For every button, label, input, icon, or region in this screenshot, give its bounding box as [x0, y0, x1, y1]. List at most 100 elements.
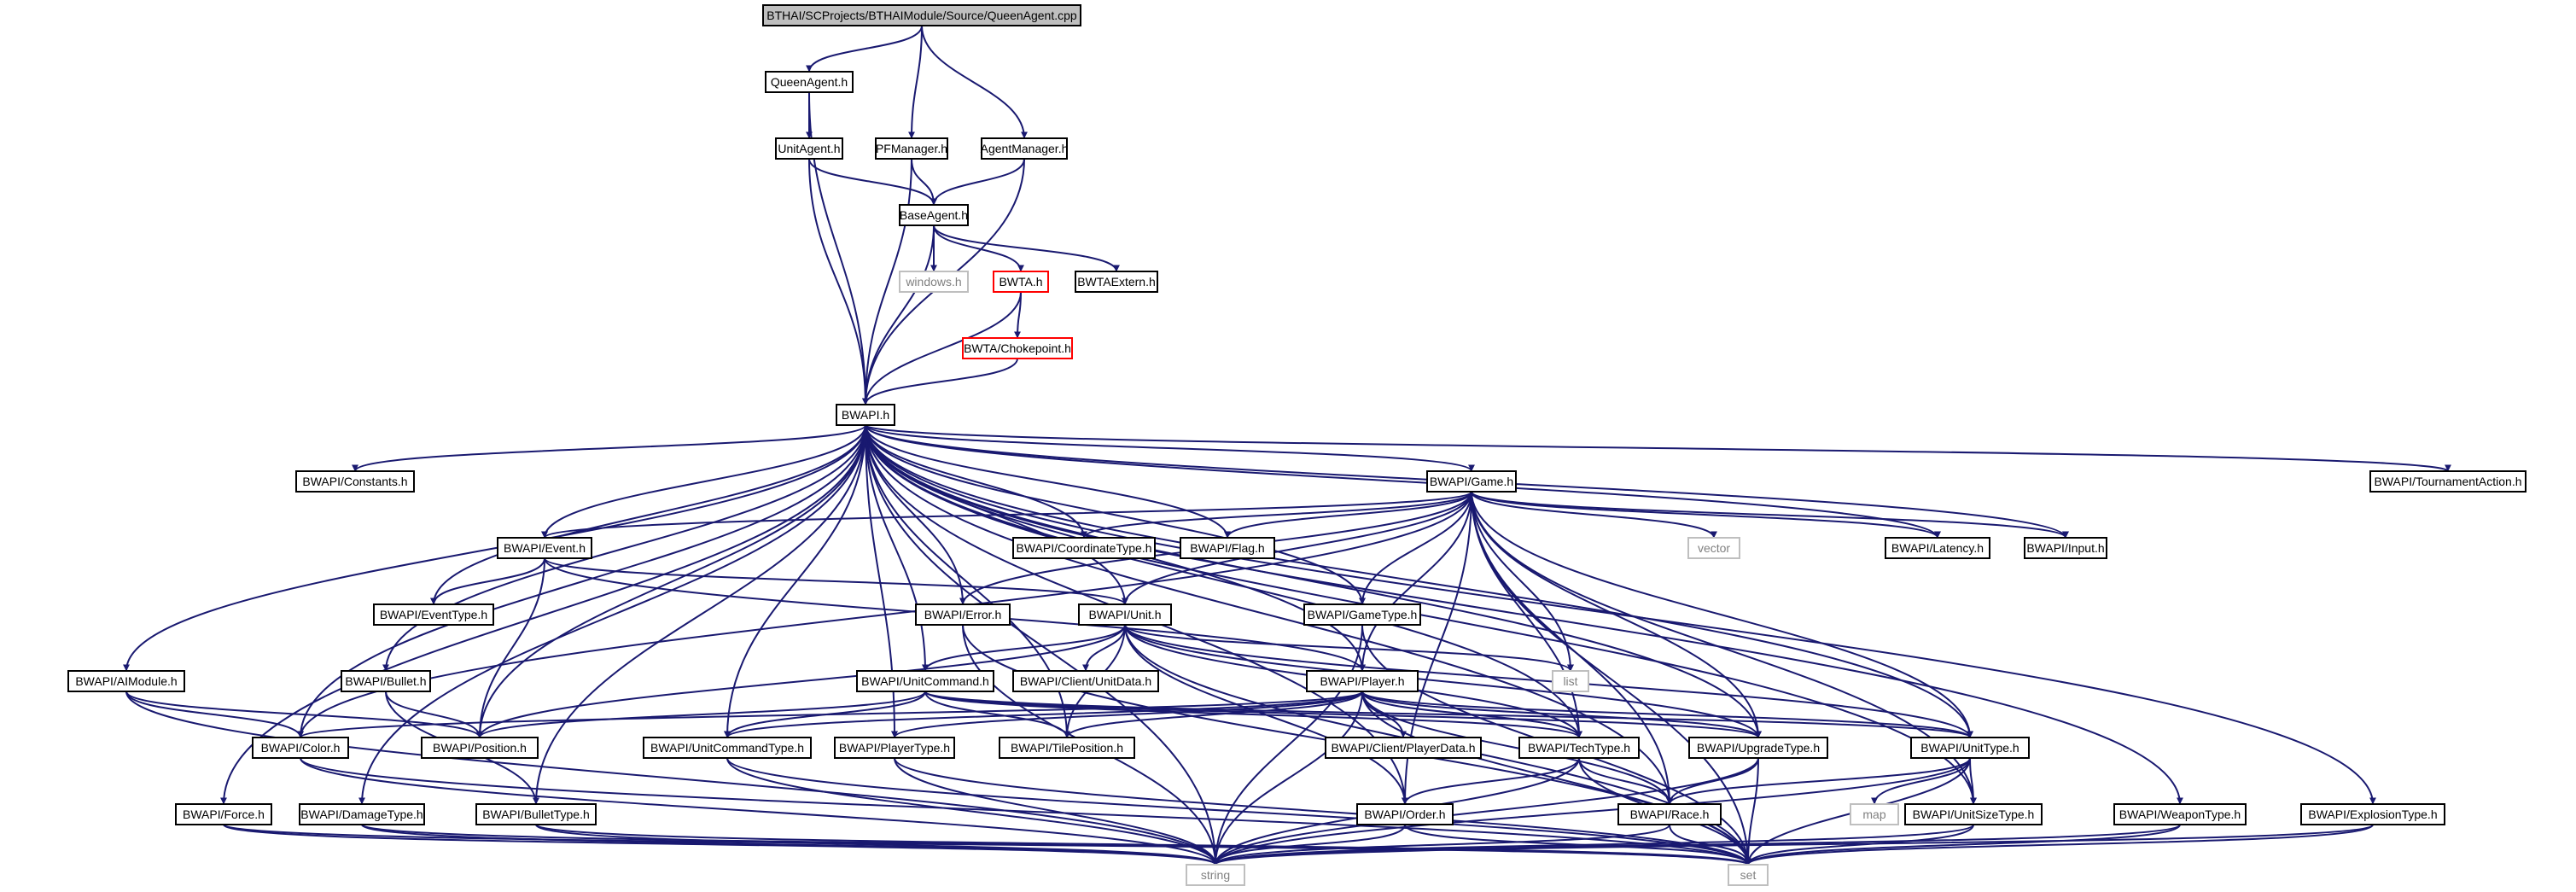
node-box [373, 603, 494, 626]
edge-baseagent-to-bwta [933, 224, 1024, 272]
node-set[interactable]: set [1728, 864, 1769, 886]
node-bwta-h[interactable]: BWTA.h [993, 271, 1049, 293]
edge-game-to-coordinatetype [1081, 491, 1472, 539]
node-bwapi-race-h[interactable]: BWAPI/Race.h [1617, 803, 1722, 825]
node-box [899, 204, 969, 226]
node-bwapi-event-h[interactable]: BWAPI/Event.h [497, 537, 592, 559]
node-box [1910, 737, 2030, 759]
node-bwapi-order-h[interactable]: BWAPI/Order.h [1356, 803, 1454, 825]
node-bwapi-force-h[interactable]: BWAPI/Force.h [175, 803, 272, 825]
node-bwapi-gametype-h[interactable]: BWAPI/GameType.h [1303, 603, 1421, 626]
node-bwapi-unitsizetype-h[interactable]: BWAPI/UnitSizeType.h [1904, 803, 2043, 825]
edge-unit-to-unitcommand [922, 624, 1126, 672]
node-bwapi-error-h[interactable]: BWAPI/Error.h [915, 603, 1011, 626]
node-bwapi-tileposition-h[interactable]: BWAPI/TilePosition.h [999, 737, 1135, 759]
node-bwapi-explosiontype-h[interactable]: BWAPI/ExplosionType.h [2300, 803, 2445, 825]
node-box [1426, 470, 1517, 493]
edge-player-to-upgradetype [1361, 691, 1762, 738]
node-box [856, 670, 994, 692]
node-box [834, 737, 955, 759]
node-bwapi-coordinatetype-h[interactable]: BWAPI/CoordinateType.h [1012, 537, 1156, 559]
edge-explosiontype-to-string [1212, 824, 2374, 866]
edge-game-to-list [1471, 491, 1574, 672]
node-bwapi-constants-h[interactable]: BWAPI/Constants.h [295, 470, 415, 493]
node-label: BWTA/Chokepoint.h [964, 341, 1071, 355]
node-bwapi-techtype-h[interactable]: BWAPI/TechType.h [1518, 737, 1640, 759]
node-bwta-chokepoint-h[interactable]: BWTA/Chokepoint.h [962, 337, 1073, 359]
edge-bwapi-to-aimodule [123, 424, 866, 672]
node-pfmanager-h[interactable]: PFManager.h [875, 137, 948, 160]
node-baseagent-h[interactable]: BaseAgent.h [899, 204, 969, 226]
edge-game-to-unit [1122, 491, 1472, 605]
node-bwapi-h[interactable]: BWAPI.h [836, 404, 895, 426]
edge-bwapi-to-latency [865, 424, 1941, 539]
node-bthai-scprojects-bthaimodule-source-queenagent-cpp[interactable]: BTHAI/SCProjects/BTHAIModule/Source/Quee… [762, 4, 1081, 26]
edge-order-to-string [1212, 824, 1406, 866]
node-box [2369, 470, 2526, 493]
node-label: PFManager.h [876, 142, 947, 155]
edge-bwapi-to-bullet [382, 424, 866, 672]
edge-root-to-agentmanager [921, 25, 1028, 139]
edge-baseagent-to-bwtaextern [933, 224, 1120, 272]
node-bwapi-input-h[interactable]: BWAPI/Input.h [2024, 537, 2107, 559]
node-bwapi-position-h[interactable]: BWAPI/Position.h [421, 737, 539, 759]
node-bwapi-eventtype-h[interactable]: BWAPI/EventType.h [373, 603, 494, 626]
node-bwapi-weapontype-h[interactable]: BWAPI/WeaponType.h [2113, 803, 2247, 825]
node-agentmanager-h[interactable]: AgentManager.h [981, 137, 1069, 160]
node-label: BWAPI/Constants.h [302, 475, 407, 488]
node-bwapi-unitcommandtype-h[interactable]: BWAPI/UnitCommandType.h [643, 737, 812, 759]
edge-unitcommand-to-position [476, 691, 926, 738]
node-string[interactable]: string [1186, 864, 1245, 886]
node-label: BWAPI/Player.h [1320, 674, 1404, 688]
edge-unit-to-list [1124, 624, 1574, 672]
node-label: BWAPI/BulletType.h [482, 807, 590, 821]
node-bwtaextern-h[interactable]: BWTAExtern.h [1075, 271, 1158, 293]
node-label: BWTAExtern.h [1077, 275, 1156, 289]
node-map[interactable]: map [1850, 803, 1899, 825]
node-unitagent-h[interactable]: UnitAgent.h [775, 137, 843, 160]
node-bwapi-unitcommand-h[interactable]: BWAPI/UnitCommand.h [856, 670, 994, 692]
node-label: BWAPI/Force.h [183, 807, 265, 821]
edge-bwapi-to-position [476, 424, 866, 738]
node-box [2024, 537, 2107, 559]
node-bwapi-flag-h[interactable]: BWAPI/Flag.h [1180, 537, 1275, 559]
node-bwapi-player-h[interactable]: BWAPI/Player.h [1306, 670, 1419, 692]
edge-event-to-position [476, 557, 545, 738]
node-label: BWAPI/Client/PlayerData.h [1331, 741, 1475, 755]
node-bwapi-bullettype-h[interactable]: BWAPI/BulletType.h [475, 803, 597, 825]
node-bwapi-unittype-h[interactable]: BWAPI/UnitType.h [1910, 737, 2030, 759]
node-box [295, 470, 415, 493]
node-list[interactable]: list [1552, 670, 1589, 692]
node-bwapi-latency-h[interactable]: BWAPI/Latency.h [1885, 537, 1990, 559]
node-label: BWAPI/Event.h [504, 541, 586, 555]
edge-unittype-to-unitsizetype [1969, 757, 1977, 805]
node-windows-h[interactable]: windows.h [899, 271, 969, 293]
edge-unitagent-to-baseagent [808, 158, 937, 206]
node-bwapi-client-unitdata-h[interactable]: BWAPI/Client/UnitData.h [1012, 670, 1159, 692]
edge-player-to-color [297, 691, 1363, 738]
node-box [1306, 670, 1419, 692]
node-bwapi-unit-h[interactable]: BWAPI/Unit.h [1078, 603, 1172, 626]
edge-unitagent-to-bwapi [808, 158, 869, 405]
node-bwapi-bullet-h[interactable]: BWAPI/Bullet.h [341, 670, 431, 692]
edge-game-to-color [297, 491, 1472, 738]
node-label: BWAPI/AIModule.h [75, 674, 177, 688]
edge-baseagent-to-bwapi [862, 224, 935, 405]
node-bwapi-aimodule-h[interactable]: BWAPI/AIModule.h [67, 670, 185, 692]
node-label: BaseAgent.h [900, 208, 968, 222]
edge-player-to-playertype [891, 691, 1363, 738]
node-label: BWAPI/Color.h [261, 741, 341, 755]
edge-unit-to-upgradetype [1124, 624, 1762, 738]
node-bwapi-color-h[interactable]: BWAPI/Color.h [252, 737, 349, 759]
node-bwapi-tournamentaction-h[interactable]: BWAPI/TournamentAction.h [2369, 470, 2526, 493]
node-box [999, 737, 1135, 759]
node-bwapi-damagetype-h[interactable]: BWAPI/DamageType.h [299, 803, 425, 825]
node-bwapi-client-playerdata-h[interactable]: BWAPI/Client/PlayerData.h [1325, 737, 1482, 759]
node-bwapi-game-h[interactable]: BWAPI/Game.h [1426, 470, 1517, 493]
node-label: set [1740, 868, 1757, 882]
node-box [1075, 271, 1158, 293]
node-bwapi-playertype-h[interactable]: BWAPI/PlayerType.h [834, 737, 955, 759]
node-vector[interactable]: vector [1687, 537, 1740, 559]
node-bwapi-upgradetype-h[interactable]: BWAPI/UpgradeType.h [1688, 737, 1828, 759]
node-queenagent-h[interactable]: QueenAgent.h [765, 71, 854, 93]
